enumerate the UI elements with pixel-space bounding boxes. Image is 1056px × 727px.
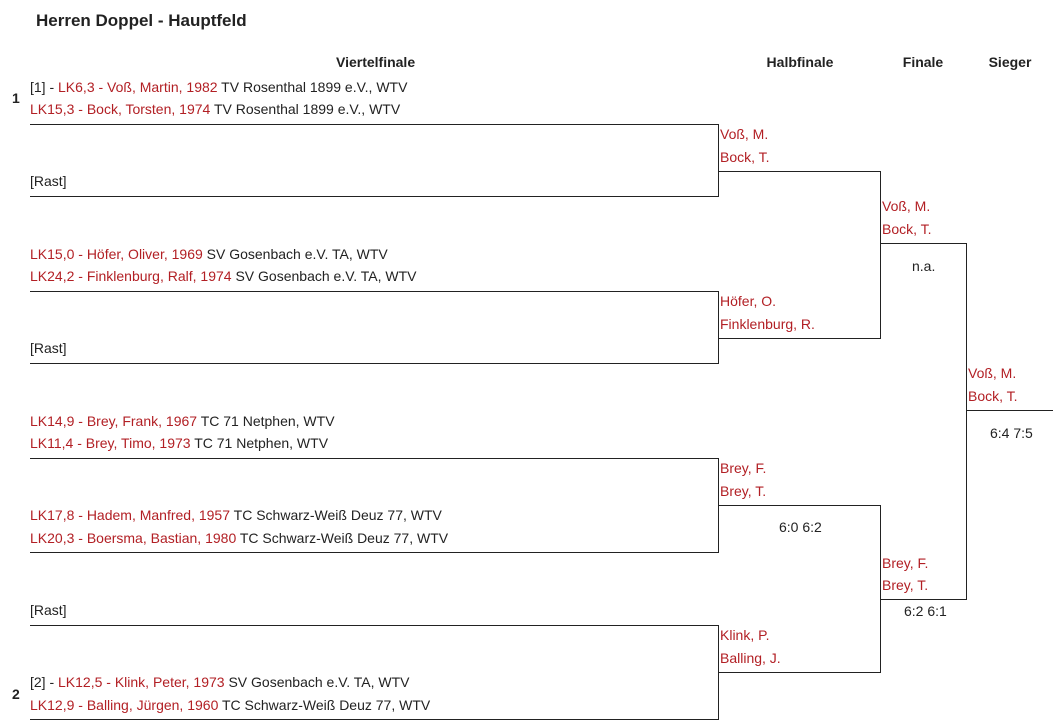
- club-name: TC Schwarz-Weiß Deuz 77, WTV: [230, 507, 442, 523]
- entry-row: LK20,3 - Boersma, Bastian, 1980 TC Schwa…: [30, 529, 448, 547]
- player-link[interactable]: LK11,4 - Brey, Timo, 1973: [30, 435, 191, 451]
- column-header-viertelfinale: Viertelfinale: [336, 54, 416, 70]
- club-name: TC Schwarz-Weiß Deuz 77, WTV: [236, 530, 449, 546]
- winner-name[interactable]: Brey, F.: [882, 555, 929, 571]
- bye-entry: [Rast]: [30, 340, 67, 356]
- player-link[interactable]: LK12,9 - Balling, Jürgen, 1960: [30, 697, 219, 713]
- seed-number-2: 2: [12, 686, 20, 702]
- bracket-line: [30, 625, 719, 626]
- bracket-line: [30, 552, 719, 553]
- player-link[interactable]: LK15,3 - Bock, Torsten, 1974: [30, 101, 211, 117]
- match-score: n.a.: [912, 258, 936, 274]
- bracket-line: [719, 672, 881, 673]
- player-link[interactable]: LK14,9 - Brey, Frank, 1967: [30, 413, 198, 429]
- bye-entry: [Rast]: [30, 602, 67, 618]
- seed-number-1: 1: [12, 90, 20, 106]
- bracket-line: [30, 291, 719, 292]
- column-header-halbfinale: Halbfinale: [766, 54, 834, 70]
- winner-name[interactable]: Bock, T.: [882, 221, 932, 237]
- entry-row: [1] - LK6,3 - Voß, Martin, 1982 TV Rosen…: [30, 78, 407, 96]
- winner-name[interactable]: Klink, P.: [720, 627, 770, 643]
- winner-name[interactable]: Balling, J.: [720, 650, 781, 666]
- entry-row: LK11,4 - Brey, Timo, 1973 TC 71 Netphen,…: [30, 434, 328, 452]
- winner-name[interactable]: Finklenburg, R.: [720, 316, 815, 332]
- bracket-line: [719, 505, 881, 506]
- winner-name[interactable]: Höfer, O.: [720, 293, 777, 309]
- bracket-connector: [880, 171, 881, 339]
- club-name: TC 71 Netphen, WTV: [197, 413, 335, 429]
- winner-name[interactable]: Voß, M.: [720, 126, 769, 142]
- bracket-line: [719, 338, 881, 339]
- bracket-line: [30, 363, 719, 364]
- club-name: TC Schwarz-Weiß Deuz 77, WTV: [218, 697, 431, 713]
- winner-name[interactable]: Brey, T.: [720, 483, 767, 499]
- winner-name[interactable]: Brey, F.: [720, 460, 767, 476]
- bracket-connector: [718, 458, 719, 553]
- entry-row: LK14,9 - Brey, Frank, 1967 TC 71 Netphen…: [30, 412, 335, 430]
- player-link[interactable]: LK24,2 - Finklenburg, Ralf, 1974: [30, 268, 232, 284]
- club-name: SV Gosenbach e.V. TA, WTV: [224, 674, 410, 690]
- match-score: 6:0 6:2: [779, 519, 822, 535]
- entry-row: LK15,0 - Höfer, Oliver, 1969 SV Gosenbac…: [30, 245, 388, 263]
- club-name: TC 71 Netphen, WTV: [190, 435, 329, 451]
- player-link[interactable]: LK20,3 - Boersma, Bastian, 1980: [30, 530, 237, 546]
- entry-row: LK24,2 - Finklenburg, Ralf, 1974 SV Gose…: [30, 267, 417, 285]
- club-name: TV Rosenthal 1899 e.V., WTV: [210, 101, 401, 117]
- bracket-line: [30, 196, 719, 197]
- club-name: SV Gosenbach e.V. TA, WTV: [231, 268, 417, 284]
- entry-row: LK15,3 - Bock, Torsten, 1974 TV Rosentha…: [30, 100, 400, 118]
- player-link[interactable]: LK6,3 - Voß, Martin, 1982: [58, 79, 218, 95]
- page-title: Herren Doppel - Hauptfeld: [36, 11, 247, 30]
- bye-entry: [Rast]: [30, 173, 67, 189]
- bracket-line: [881, 243, 967, 244]
- seed-prefix: [2] -: [30, 674, 59, 690]
- seed-prefix: [1] -: [30, 79, 59, 95]
- club-name: SV Gosenbach e.V. TA, WTV: [202, 246, 388, 262]
- bracket-line: [30, 458, 719, 459]
- bracket-connector: [880, 505, 881, 673]
- bracket-connector: [718, 124, 719, 197]
- bracket-line: [967, 410, 1053, 411]
- club-name: TV Rosenthal 1899 e.V., WTV: [217, 79, 408, 95]
- bracket-connector: [718, 291, 719, 364]
- player-link[interactable]: LK17,8 - Hadem, Manfred, 1957: [30, 507, 231, 523]
- entry-row: [2] - LK12,5 - Klink, Peter, 1973 SV Gos…: [30, 673, 410, 691]
- champion-name[interactable]: Bock, T.: [968, 388, 1018, 404]
- bracket-connector: [718, 625, 719, 720]
- entry-row: LK17,8 - Hadem, Manfred, 1957 TC Schwarz…: [30, 506, 442, 524]
- player-link[interactable]: LK12,5 - Klink, Peter, 1973: [58, 674, 225, 690]
- match-score: 6:4 7:5: [990, 425, 1033, 441]
- bracket-line: [719, 171, 881, 172]
- column-header-sieger: Sieger: [988, 54, 1032, 70]
- winner-name[interactable]: Brey, T.: [882, 577, 929, 593]
- entry-row: LK12,9 - Balling, Jürgen, 1960 TC Schwar…: [30, 696, 430, 714]
- winner-name[interactable]: Voß, M.: [882, 198, 931, 214]
- champion-name[interactable]: Voß, M.: [968, 365, 1017, 381]
- bracket-connector: [966, 243, 967, 600]
- match-score: 6:2 6:1: [904, 603, 947, 619]
- player-link[interactable]: LK15,0 - Höfer, Oliver, 1969: [30, 246, 203, 262]
- bracket-line: [881, 599, 967, 600]
- bracket-line: [30, 719, 719, 720]
- winner-name[interactable]: Bock, T.: [720, 149, 770, 165]
- column-header-finale: Finale: [902, 54, 944, 70]
- bracket-line: [30, 124, 719, 125]
